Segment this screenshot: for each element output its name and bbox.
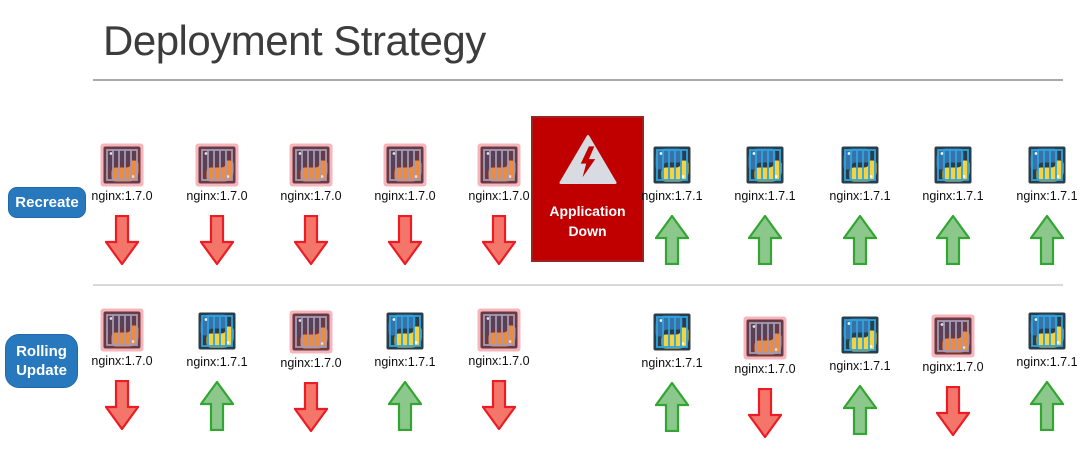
pod-item: nginx:1.7.0 — [177, 143, 257, 265]
pod-item: nginx:1.7.0 — [271, 310, 351, 432]
image-version-label: nginx:1.7.1 — [186, 355, 248, 369]
python-container-icon — [386, 312, 424, 350]
image-version-label: nginx:1.7.0 — [374, 189, 436, 203]
python-container-icon — [289, 143, 333, 187]
down-arrow-icon — [200, 215, 234, 265]
pod-item: nginx:1.7.1 — [365, 309, 445, 431]
pod-item: nginx:1.7.1 — [820, 313, 900, 435]
python-container-icon — [934, 146, 972, 184]
pod-item: nginx:1.7.1 — [632, 310, 712, 432]
pod-item: nginx:1.7.1 — [632, 143, 712, 265]
python-container-icon — [477, 308, 521, 352]
python-container-icon — [841, 146, 879, 184]
down-arrow-icon — [482, 215, 516, 265]
pod-item: nginx:1.7.1 — [1007, 309, 1087, 431]
up-arrow-icon — [200, 381, 234, 431]
image-version-label: nginx:1.7.1 — [1016, 355, 1078, 369]
pod-item: nginx:1.7.0 — [459, 143, 539, 265]
image-version-label: nginx:1.7.0 — [91, 354, 153, 368]
down-arrow-icon — [748, 388, 782, 438]
python-container-icon — [195, 143, 239, 187]
pod-item: nginx:1.7.0 — [82, 143, 162, 265]
row-divider — [93, 284, 1063, 286]
pod-item: nginx:1.7.1 — [913, 143, 993, 265]
down-arrow-icon — [294, 215, 328, 265]
image-version-label: nginx:1.7.1 — [374, 355, 436, 369]
image-version-label: nginx:1.7.1 — [829, 359, 891, 373]
image-version-label: nginx:1.7.0 — [734, 362, 796, 376]
pod-item: nginx:1.7.0 — [459, 308, 539, 430]
python-container-icon — [841, 316, 879, 354]
pod-item: nginx:1.7.1 — [1007, 143, 1087, 265]
pod-item: nginx:1.7.1 — [820, 143, 900, 265]
image-version-label: nginx:1.7.0 — [922, 360, 984, 374]
image-version-label: nginx:1.7.1 — [1016, 189, 1078, 203]
up-arrow-icon — [936, 215, 970, 265]
up-arrow-icon — [655, 382, 689, 432]
python-container-icon — [100, 143, 144, 187]
warning-triangle-icon — [558, 135, 617, 185]
python-container-icon — [100, 308, 144, 352]
image-version-label: nginx:1.7.1 — [829, 189, 891, 203]
image-version-label: nginx:1.7.0 — [280, 356, 342, 370]
python-container-icon — [931, 314, 975, 358]
pod-item: nginx:1.7.0 — [82, 308, 162, 430]
application-down-box: Application Down — [531, 116, 644, 262]
recreate-row-badge: Recreate — [8, 187, 86, 218]
image-version-label: nginx:1.7.0 — [468, 189, 530, 203]
image-version-label: nginx:1.7.1 — [922, 189, 984, 203]
up-arrow-icon — [1030, 381, 1064, 431]
up-arrow-icon — [388, 381, 422, 431]
pod-item: nginx:1.7.1 — [177, 309, 257, 431]
up-arrow-icon — [843, 215, 877, 265]
up-arrow-icon — [655, 215, 689, 265]
image-version-label: nginx:1.7.0 — [468, 354, 530, 368]
python-container-icon — [653, 313, 691, 351]
rolling-update-row-badge: Rolling Update — [5, 334, 78, 388]
image-version-label: nginx:1.7.0 — [186, 189, 248, 203]
down-arrow-icon — [936, 386, 970, 436]
python-container-icon — [743, 316, 787, 360]
up-arrow-icon — [1030, 215, 1064, 265]
python-container-icon — [198, 312, 236, 350]
python-container-icon — [383, 143, 427, 187]
python-container-icon — [653, 146, 691, 184]
pod-item: nginx:1.7.0 — [365, 143, 445, 265]
pod-item: nginx:1.7.0 — [271, 143, 351, 265]
slide-title: Deployment Strategy — [103, 17, 486, 64]
application-down-label: Application Down — [549, 203, 626, 240]
image-version-label: nginx:1.7.1 — [641, 189, 703, 203]
python-container-icon — [1028, 312, 1066, 350]
title-divider — [93, 79, 1063, 81]
down-arrow-icon — [294, 382, 328, 432]
pod-item: nginx:1.7.0 — [913, 314, 993, 436]
python-container-icon — [289, 310, 333, 354]
up-arrow-icon — [843, 385, 877, 435]
down-arrow-icon — [388, 215, 422, 265]
down-arrow-icon — [105, 215, 139, 265]
pod-item: nginx:1.7.0 — [725, 316, 805, 438]
up-arrow-icon — [748, 215, 782, 265]
python-container-icon — [746, 146, 784, 184]
down-arrow-icon — [482, 380, 516, 430]
python-container-icon — [1028, 146, 1066, 184]
image-version-label: nginx:1.7.0 — [91, 189, 153, 203]
image-version-label: nginx:1.7.0 — [280, 189, 342, 203]
python-container-icon — [477, 143, 521, 187]
pod-item: nginx:1.7.1 — [725, 143, 805, 265]
image-version-label: nginx:1.7.1 — [641, 356, 703, 370]
down-arrow-icon — [105, 380, 139, 430]
image-version-label: nginx:1.7.1 — [734, 189, 796, 203]
